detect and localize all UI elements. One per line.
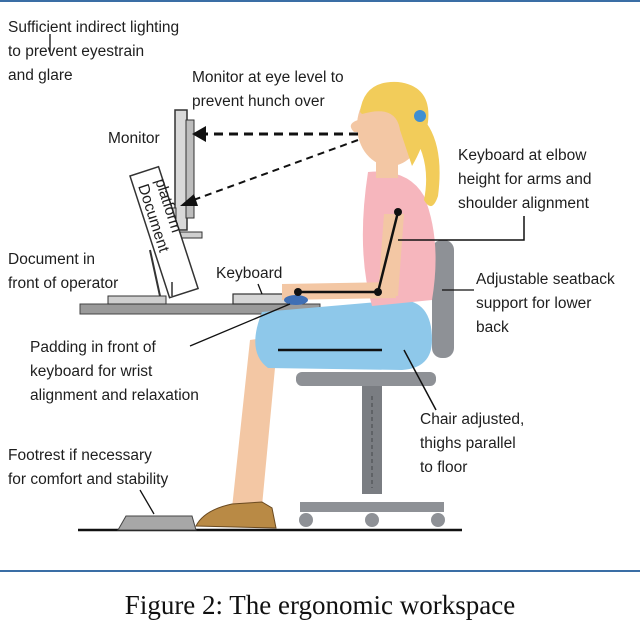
label-document-front-line: Document in (8, 251, 95, 268)
figure-caption: Figure 2: The ergonomic workspace (124, 590, 516, 620)
label-chair: Chair adjusted, thighs parallel to floor (420, 411, 529, 476)
wrist-pad (284, 295, 308, 305)
label-lighting-line: Sufficient indirect lighting (8, 19, 179, 36)
label-footrest: Footrest if necessary for comfort and st… (8, 447, 168, 488)
label-lighting-line: and glare (8, 67, 73, 84)
label-monitor-eye-level: Monitor at eye level to prevent hunch ov… (192, 69, 348, 110)
label-seatback-line: back (476, 319, 509, 336)
ergonomic-workspace-diagram: Sufficient indirect lighting to prevent … (8, 19, 619, 532)
label-keyboard-elbow-line: height for arms and (458, 171, 592, 188)
label-monitor-eye-level-line: Monitor at eye level to (192, 69, 344, 86)
label-keyboard: Keyboard (216, 265, 282, 282)
label-footrest-line: for comfort and stability (8, 471, 168, 488)
label-lighting-line: to prevent eyestrain (8, 43, 144, 60)
label-chair-line: thighs parallel (420, 435, 516, 452)
label-keyboard-elbow-line: Keyboard at elbow (458, 147, 587, 164)
chair (296, 240, 454, 527)
label-lighting: Sufficient indirect lighting to prevent … (8, 19, 184, 84)
guide-lines (49, 34, 525, 515)
label-monitor-eye-level-line: prevent hunch over (192, 93, 325, 110)
label-footrest-line: Footrest if necessary (8, 447, 152, 464)
document-platform (107, 165, 200, 305)
label-chair-line: to floor (420, 459, 467, 476)
label-keyboard-elbow: Keyboard at elbow height for arms and sh… (458, 147, 596, 212)
label-seatback-line: Adjustable seatback (476, 271, 615, 288)
label-chair-line: Chair adjusted, (420, 411, 524, 428)
label-monitor: Monitor (108, 130, 160, 147)
label-padding-line: Padding in front of (30, 339, 157, 356)
label-padding-line: alignment and relaxation (30, 387, 199, 404)
label-document-front-line: front of operator (8, 275, 118, 292)
label-padding: Padding in front of keyboard for wrist a… (30, 339, 199, 404)
label-document-front: Document in front of operator (8, 251, 118, 292)
footrest (117, 515, 197, 531)
label-padding-line: keyboard for wrist (30, 363, 153, 380)
label-seatback: Adjustable seatback support for lower ba… (476, 271, 619, 336)
seated-person (195, 81, 440, 529)
label-seatback-line: support for lower (476, 295, 591, 312)
label-keyboard-elbow-line: shoulder alignment (458, 195, 590, 212)
